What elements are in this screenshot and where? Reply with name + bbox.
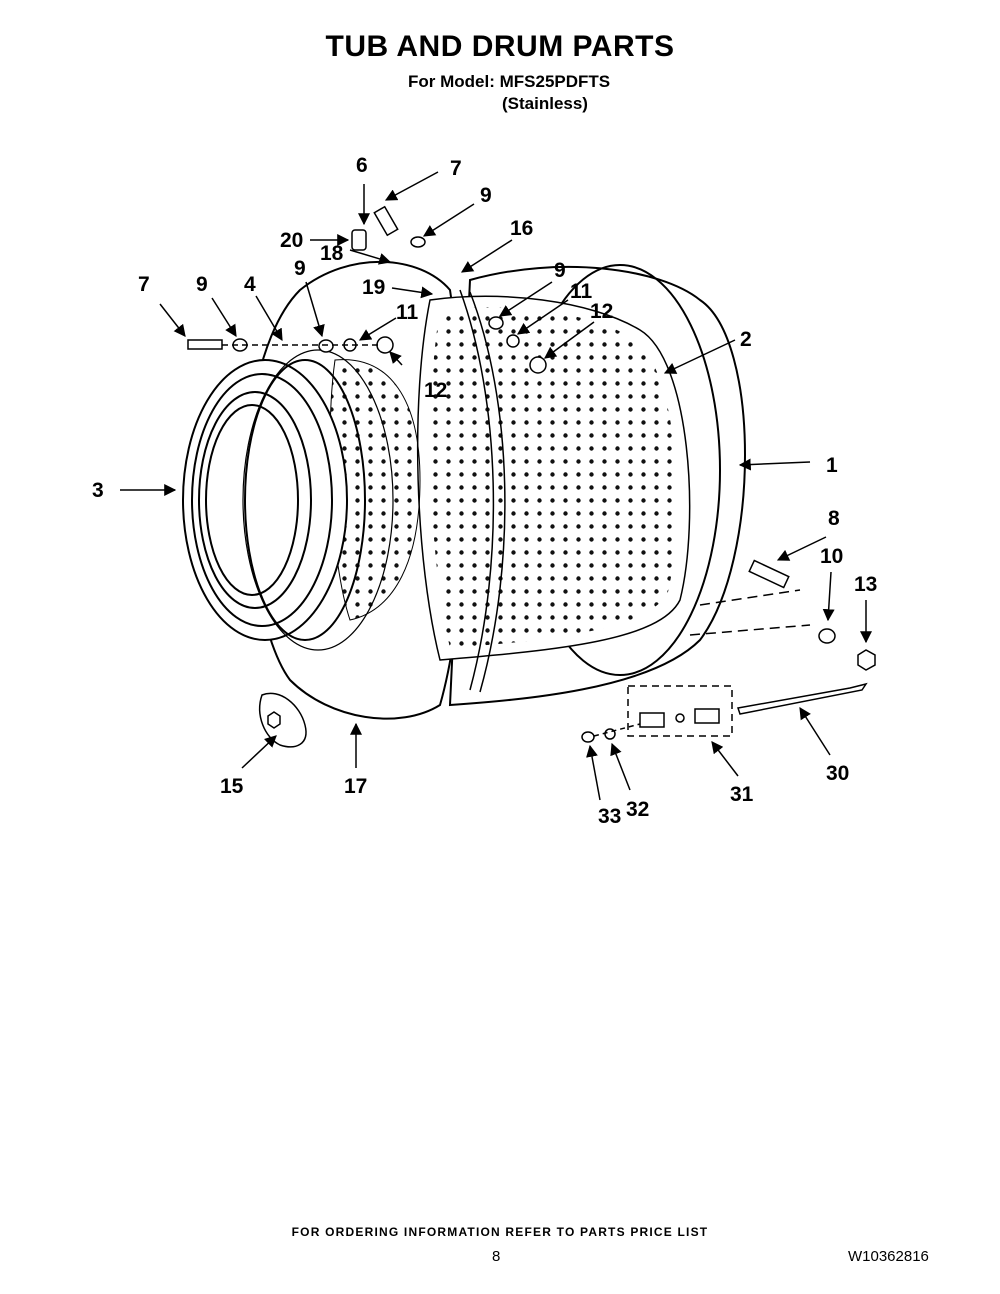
callout-9-top: 9 <box>480 184 492 207</box>
callout-10: 10 <box>820 545 843 568</box>
callout-9-mid: 9 <box>294 257 306 280</box>
callout-15: 15 <box>220 775 244 798</box>
heater-kit <box>581 682 868 743</box>
callout-7-left: 7 <box>138 273 150 296</box>
callout-12-right: 12 <box>590 300 613 323</box>
leader-lines <box>120 171 872 801</box>
callout-7-top: 7 <box>450 157 462 180</box>
callout-33: 33 <box>598 805 621 828</box>
mount-hardware <box>689 559 876 671</box>
model-variant: (Stainless) <box>502 94 588 113</box>
drum <box>416 289 691 693</box>
callout-18: 18 <box>320 242 344 265</box>
clamp-ring <box>242 349 394 651</box>
callout-16: 16 <box>510 217 533 240</box>
page-number: 8 <box>492 1248 501 1265</box>
callout-12-left: 12 <box>424 379 447 402</box>
callout-30: 30 <box>826 762 849 785</box>
weight-bracket <box>259 692 307 748</box>
callout-9-right: 9 <box>554 259 566 282</box>
callout-19: 19 <box>362 276 385 299</box>
callout-9-left: 9 <box>196 273 208 296</box>
callout-4: 4 <box>244 273 256 296</box>
callout-17: 17 <box>344 775 367 798</box>
callout-31: 31 <box>730 783 754 806</box>
callout-8: 8 <box>828 507 840 530</box>
page-title: TUB AND DRUM PARTS <box>325 30 675 63</box>
callout-3: 3 <box>92 479 104 502</box>
callout-11-left: 11 <box>396 301 419 324</box>
callout-32: 32 <box>626 798 649 821</box>
ordering-note: FOR ORDERING INFORMATION REFER TO PARTS … <box>291 1225 709 1239</box>
front-hardware <box>187 336 394 354</box>
model-line: For Model: MFS25PDFTS <box>408 72 611 91</box>
document-number: W10362816 <box>848 1248 929 1265</box>
top-hardware <box>351 205 426 251</box>
callout-20: 20 <box>280 229 303 252</box>
callout-6: 6 <box>356 154 368 177</box>
callout-2: 2 <box>740 328 752 351</box>
door-gasket <box>182 359 366 641</box>
callout-11-right: 11 <box>570 280 593 303</box>
drum-hardware <box>488 316 547 374</box>
callout-labels: 1 2 3 4 6 7 7 8 9 9 9 9 10 11 11 12 12 1… <box>92 154 877 828</box>
callout-1: 1 <box>826 454 838 477</box>
callout-13: 13 <box>854 573 877 596</box>
